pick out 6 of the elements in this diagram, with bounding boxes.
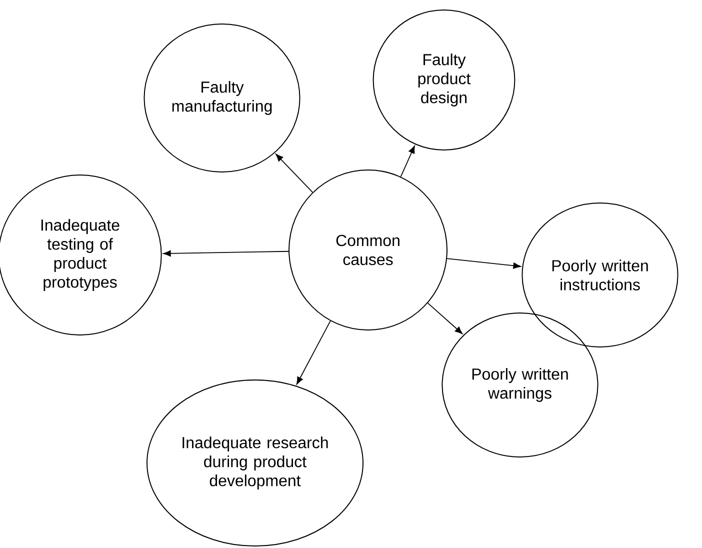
- arrow: [163, 250, 289, 257]
- arrow: [400, 146, 415, 178]
- arrow: [296, 320, 331, 385]
- arrow: [276, 154, 314, 193]
- arrow: [446, 258, 521, 269]
- arrow: [427, 302, 463, 334]
